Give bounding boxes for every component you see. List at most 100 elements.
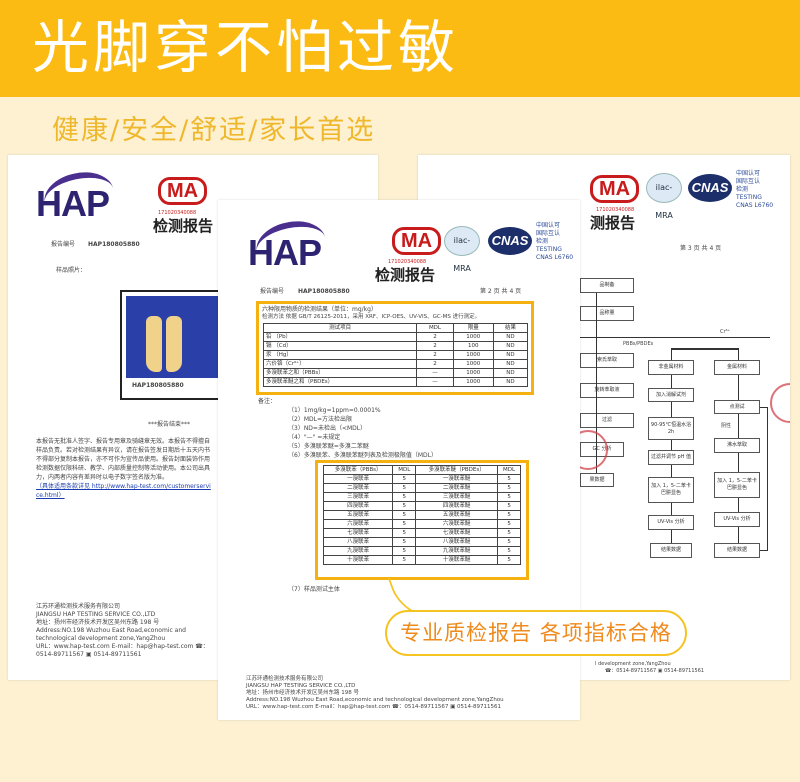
table-cell: 2 (416, 341, 454, 351)
quality-callout: 专业质检报告 各项指标合格 (385, 610, 687, 656)
cr-label: Cr⁶⁺ (720, 329, 731, 335)
end-mark: ***报告结束*** (148, 421, 191, 428)
red-stamp (770, 383, 790, 423)
table-cell: 5 (497, 555, 521, 565)
report-code: 171020340088 (158, 210, 197, 216)
table-cell: 100 (452, 341, 494, 351)
terms-link[interactable]: （具体适用条款详见 http://www.hap-test.com/custom… (36, 483, 211, 499)
flow-step: 加入 1，5-二苯卡巴肼显色 (648, 477, 694, 503)
cnas-logo: CNAS (688, 174, 732, 202)
report-no-label: 报告编号 (260, 288, 285, 295)
table-cell: 5 (392, 555, 417, 565)
table-cell: 七溴联苯 (322, 528, 394, 538)
table-cell: 十溴联苯醚 (415, 555, 499, 565)
table-cell: 八溴联苯醚 (415, 537, 499, 547)
table-cell: 三溴联苯醚 (415, 492, 499, 502)
top-banner: 光脚穿不怕过敏 (0, 0, 800, 97)
report-no: HAP180805880 (88, 241, 140, 248)
table-cell: 九溴联苯 (322, 546, 394, 556)
table-cell: 四溴联苯醚 (415, 501, 499, 511)
table-cell: 5 (392, 510, 417, 520)
cma-logo: MA (392, 227, 442, 255)
flow-step: 过滤 (580, 413, 634, 428)
table-cell: ND (492, 377, 529, 387)
column-header: 测试项目 (262, 323, 418, 333)
column-header: MDL (416, 323, 454, 333)
table-cell: 汞 （Hg） (262, 350, 418, 360)
table-cell: 镉 （Cd） (262, 341, 418, 351)
column-header: MDL (497, 465, 521, 475)
disclaimer: 本报告无批准人签字、报告专用章及骑缝章无效。本报告不得擅自 样品负责。若对检测结… (36, 437, 214, 500)
table-cell: ND (492, 350, 529, 360)
table-cell: 六溴联苯醚 (415, 519, 499, 529)
table-cell: 2 (416, 332, 454, 342)
flow-step: 果数据 (580, 473, 614, 487)
table-cell: 九溴联苯醚 (415, 546, 499, 556)
flow-step: 非金属材料 (648, 360, 694, 375)
cma-logo: MA (158, 177, 208, 205)
table-cell: 五溴联苯 (322, 510, 394, 520)
table-cell: 5 (392, 492, 417, 502)
photo-caption: HAP180805880 (132, 382, 184, 389)
table-cell: 5 (497, 546, 521, 556)
table-cell: 1000 (452, 377, 494, 387)
table-cell: 5 (497, 519, 521, 529)
table-cell: 多溴联苯醚之和（PBDEs） (262, 377, 418, 387)
table-cell: 1000 (452, 359, 494, 369)
flow-step: 索氏萃取 (580, 353, 634, 368)
flow-step: 加入 1，5-二苯卡巴肼显色 (714, 472, 760, 498)
table-cell: 5 (497, 501, 521, 511)
table-cell: 二溴联苯醚 (415, 483, 499, 493)
branch-label: PBBs/PBDEs (623, 341, 654, 347)
table-cell: ND (492, 359, 529, 369)
headline: 光脚穿不怕过敏 (32, 15, 459, 81)
hap-logo: HAP (248, 232, 322, 273)
cma-logo: MA (590, 175, 640, 203)
table-cell: 5 (497, 510, 521, 520)
report-code: 171020340088 (596, 207, 635, 213)
table-cell: 5 (392, 546, 417, 556)
table-cell: 八溴联苯 (322, 537, 394, 547)
table-cell: 2 (416, 359, 454, 369)
hap-logo: HAP (36, 183, 110, 224)
flow-step: 金属材料 (714, 360, 760, 375)
section-title: 六种限用物质的检测结果（单位：mg/kg） (262, 306, 377, 313)
ilac-logo: ilac-MRA (444, 226, 480, 273)
table-cell: 六溴联苯 (322, 519, 394, 529)
table-cell: 5 (392, 537, 417, 547)
flow-step: 加入消解试剂 (648, 388, 694, 402)
test-method: 检测方法 依据 GB/T 26125-2011，采用 XRF、ICP-OES、U… (262, 314, 481, 320)
report-title-partial: 测报告 (590, 214, 636, 232)
flow-step: UV-Vis 分析 (714, 512, 760, 527)
sample-label: 样品照片： (56, 267, 87, 274)
flow-step: UV-Vis 分析 (648, 515, 694, 530)
table-cell: 5 (392, 528, 417, 538)
page-number: 第 3 页 共 4 页 (680, 245, 722, 252)
notes-label: 备注： (258, 398, 277, 405)
table-cell: 1000 (452, 350, 494, 360)
subtitle: 健康/安全/舒适/家长首选 (52, 115, 376, 146)
page-number: 第 2 页 共 4 页 (480, 288, 522, 295)
flow-step: 点测试 (714, 400, 760, 414)
note-7: （7）样品测试主体 (288, 586, 340, 593)
sample-photo: HAP180805880 (120, 290, 250, 400)
flow-step: 旋转萃取液 (580, 383, 634, 398)
table-cell: 五溴联苯醚 (415, 510, 499, 520)
flow-step: 结果数据 (714, 543, 760, 558)
table-cell: 5 (497, 537, 521, 547)
table-cell: — (416, 377, 454, 387)
table-cell: 2 (416, 350, 454, 360)
